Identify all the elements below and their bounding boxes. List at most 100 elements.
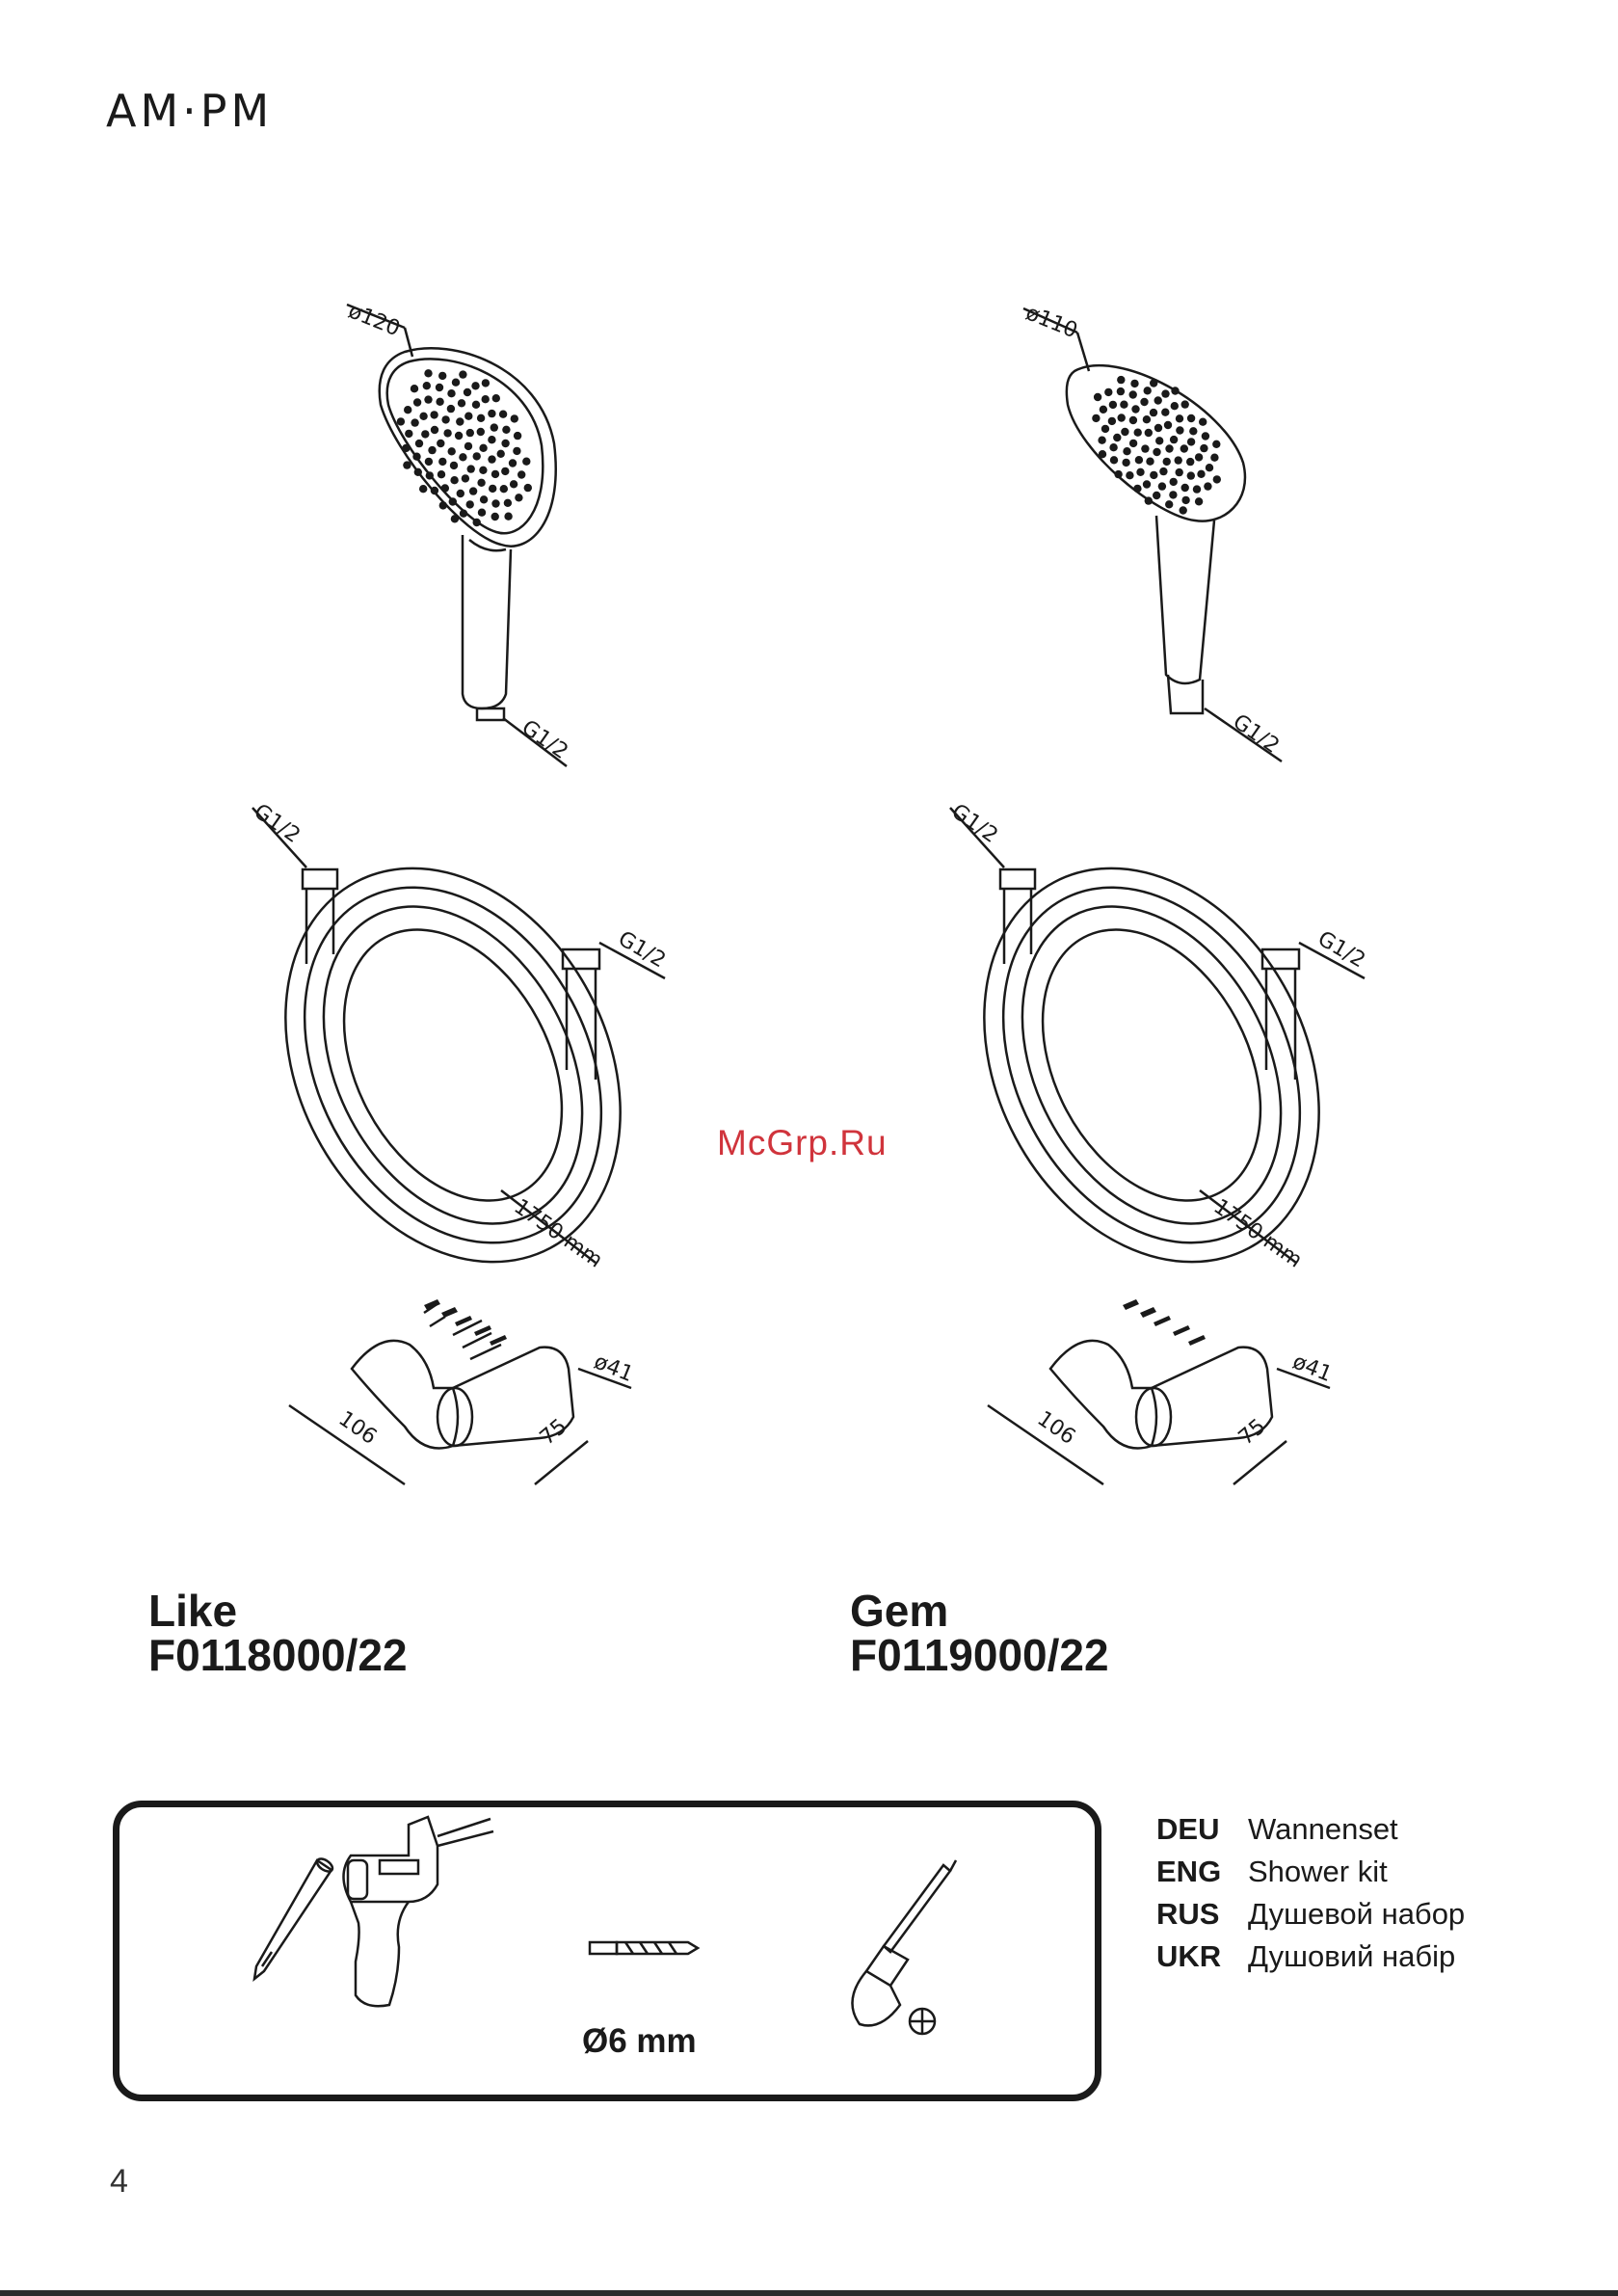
nozzle-dot	[464, 388, 471, 396]
nozzle-dot	[469, 487, 477, 494]
nozzle-dot	[424, 369, 432, 377]
nozzle-dot	[1131, 405, 1139, 413]
drill-bit-size-label: Ø6 mm	[582, 2022, 697, 2061]
nozzle-dot	[449, 497, 457, 505]
holder-height-label-left: 75	[536, 1414, 572, 1450]
nozzle-dot	[1193, 485, 1201, 493]
nozzle-dot	[1143, 480, 1151, 488]
nozzle-dot	[491, 423, 498, 431]
nozzle-dot	[438, 470, 445, 478]
nozzle-dot	[436, 398, 443, 406]
nozzle-dot	[1153, 492, 1160, 499]
wall-holder-drawing-left	[352, 1303, 573, 1449]
nozzle-dot	[1186, 458, 1194, 466]
nozzle-dot	[1159, 467, 1167, 475]
nozzle-dot	[1146, 458, 1154, 466]
nozzle-dot	[1164, 421, 1172, 429]
nozzle-dot	[426, 471, 434, 479]
nozzle-dot	[1199, 418, 1207, 426]
nozzle-dot	[471, 382, 479, 389]
hose-thread-label-left-a: G1/2	[250, 799, 305, 848]
nozzle-dot	[1113, 434, 1121, 441]
nozzle-dot	[504, 499, 512, 507]
nozzle-dot	[1092, 414, 1100, 422]
nozzle-dot	[411, 418, 418, 426]
nozzle-dot	[1176, 414, 1183, 422]
holder-length-label-right: 106	[1033, 1406, 1080, 1450]
nozzle-dot	[403, 461, 411, 468]
nozzle-dot	[1110, 456, 1118, 464]
nozzle-dot	[480, 495, 488, 503]
product-gem: Gem F0119000/22	[850, 1589, 1109, 1677]
nozzle-dot	[488, 455, 495, 463]
nozzle-dot	[1126, 471, 1133, 479]
language-label: Wannenset	[1248, 1808, 1398, 1851]
nozzle-dot	[1136, 468, 1144, 476]
head-diameter-label-left: ø120	[345, 299, 404, 341]
nozzle-dot	[436, 384, 443, 391]
nozzle-dot	[524, 484, 532, 492]
nozzle-dot	[421, 430, 429, 438]
hose-drawing-left	[220, 810, 686, 1321]
nozzle-dot	[452, 379, 460, 387]
nozzle-dot	[458, 399, 465, 407]
nozzle-dot	[1120, 401, 1127, 409]
hose-thread-label-right-a: G1/2	[947, 799, 1002, 848]
nozzle-dot	[430, 411, 438, 418]
nozzle-dot	[1117, 387, 1125, 395]
dimension-line	[1233, 1441, 1286, 1484]
nozzle-dot	[509, 459, 517, 467]
nozzle-dot	[437, 440, 444, 447]
nozzle-dot	[1145, 496, 1153, 504]
nozzle-dot	[1122, 459, 1129, 467]
nozzle-dot	[438, 458, 446, 466]
nozzle-dot	[425, 458, 433, 466]
nozzle-dot	[466, 429, 474, 437]
nozzle-dot	[472, 401, 480, 409]
head-diameter-label-right: ø110	[1022, 301, 1081, 343]
nozzle-dot	[1202, 432, 1209, 440]
nozzle-dot	[1130, 380, 1138, 387]
nozzle-dot	[1180, 506, 1187, 514]
nozzle-dot	[501, 440, 509, 447]
nozzle-dot	[1187, 471, 1195, 479]
nozzle-dot	[1204, 482, 1211, 490]
language-row: DEU Wannenset	[1156, 1808, 1465, 1851]
holder-length-label-left: 106	[334, 1406, 382, 1450]
nozzle-dot	[1154, 424, 1162, 432]
nozzle-dot	[414, 468, 422, 476]
nozzle-dot	[413, 398, 421, 406]
nozzle-dot	[517, 470, 525, 478]
nozzle-dot	[415, 440, 423, 447]
nozzle-dot	[1143, 415, 1151, 423]
nozzle-dot	[464, 442, 472, 450]
nozzle-dot	[423, 382, 431, 389]
product-name: Gem	[850, 1589, 1109, 1633]
nozzle-dot	[439, 501, 447, 509]
nozzle-dot	[1129, 440, 1137, 447]
page-number: 4	[110, 2163, 128, 2201]
nozzle-dot	[473, 452, 481, 460]
nozzle-dot	[515, 494, 522, 501]
nozzle-dot	[1158, 482, 1166, 490]
nozzle-dot	[1140, 398, 1148, 406]
nozzle-dot	[419, 413, 427, 420]
nozzle-dot	[1154, 396, 1162, 404]
nozzle-dot	[1144, 387, 1152, 394]
nozzle-dot	[478, 509, 486, 517]
nozzle-dot	[1187, 438, 1195, 445]
product-name: Like	[148, 1589, 408, 1633]
product-illustrations: ø120 G1/2 ø110 G1/2 G1/2 G1/2 1750 mm	[0, 0, 1618, 1542]
hose-length-label-right: 1750 mm	[1209, 1194, 1307, 1272]
nozzle-dot	[457, 490, 464, 497]
nozzle-dot	[1165, 444, 1173, 452]
nozzle-dot	[1129, 416, 1137, 424]
language-code: UKR	[1156, 1936, 1248, 1978]
nozzle-dot	[1189, 427, 1197, 435]
nozzle-dot	[501, 467, 509, 475]
nozzle-dot	[477, 479, 485, 487]
nozzle-dot	[428, 446, 436, 454]
nozzle-dot	[491, 513, 499, 521]
nozzle-dot	[402, 444, 410, 452]
nozzle-dot	[1161, 389, 1169, 397]
